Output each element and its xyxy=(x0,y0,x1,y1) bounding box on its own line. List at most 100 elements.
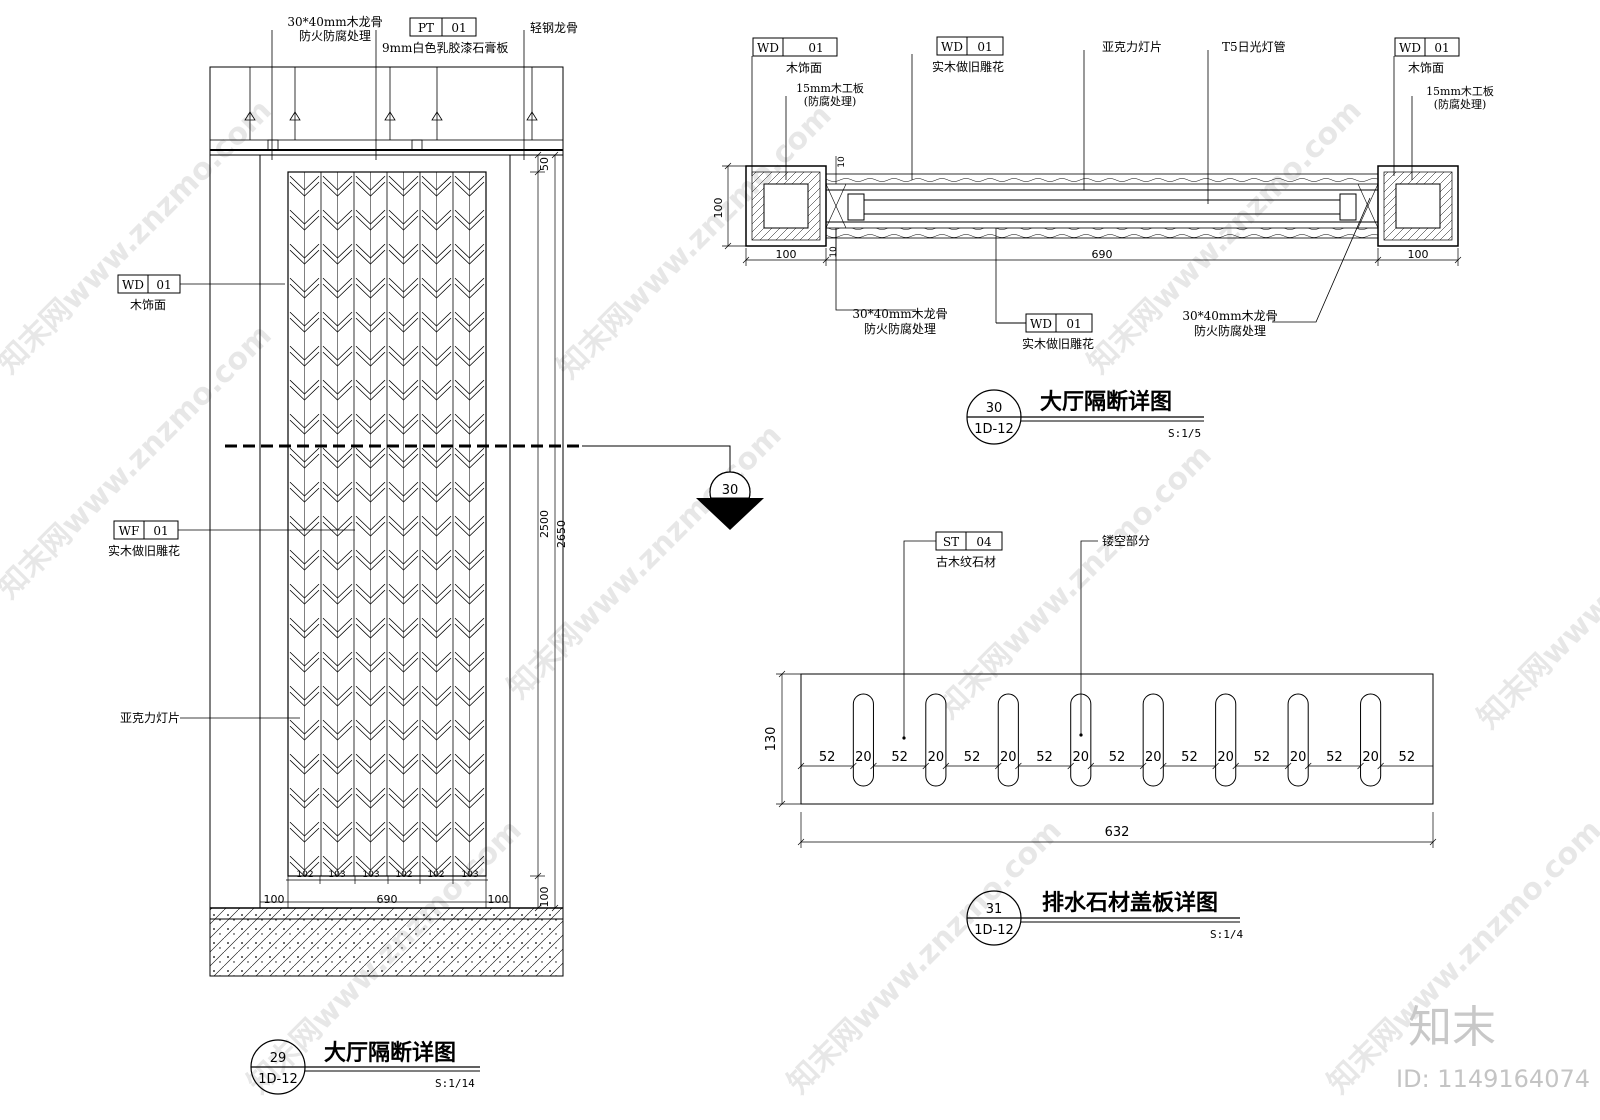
carving-chevron xyxy=(355,379,386,395)
slot-dim-label: 20 xyxy=(1290,750,1307,765)
tag-wd-01: WD 01 xyxy=(1025,313,1093,333)
slot-dim-label: 20 xyxy=(1072,750,1089,765)
carving-chevron xyxy=(355,249,386,265)
dim-tick xyxy=(870,762,877,770)
dim-tick xyxy=(1304,762,1312,770)
dim-plate-width xyxy=(797,812,1437,848)
title-number: 31 xyxy=(986,902,1003,917)
drain-leaders xyxy=(903,540,1098,738)
dim-horizontal xyxy=(259,876,511,908)
carving-chevron xyxy=(355,685,386,701)
watermark-text: 知末网www.znzmo.com xyxy=(551,98,839,386)
tag-wd-01: WD 01 xyxy=(752,37,838,57)
floor-slab xyxy=(209,907,564,977)
carving-chevron xyxy=(388,453,419,469)
dim-tick xyxy=(1067,762,1074,770)
dim-right: 100 xyxy=(488,893,509,906)
dim-tick xyxy=(922,762,930,770)
carving-chevron xyxy=(355,855,386,871)
tag-code: WF xyxy=(119,524,140,538)
carving-chevron xyxy=(322,821,353,837)
carving-chevron xyxy=(289,209,320,225)
carving-chevron xyxy=(388,317,419,333)
carving-chevron xyxy=(322,481,353,497)
carving-top xyxy=(825,173,1379,185)
drawing-31-drain-cover: 130 632 ST 04 古木纹石材 镂空部分 31 1D-1 xyxy=(764,531,1437,946)
slot-dim-label: 52 xyxy=(1326,750,1343,765)
carving-chevron xyxy=(421,419,452,435)
title-reference: 1D-12 xyxy=(258,1072,298,1087)
carving-chevron xyxy=(388,181,419,197)
carving-chevron xyxy=(454,617,485,633)
carving-chevron xyxy=(289,317,320,333)
tag-code: ST xyxy=(943,535,959,549)
carving-chevron xyxy=(454,215,485,231)
carving-chevron xyxy=(388,549,419,565)
carving-chevron xyxy=(355,861,386,877)
carving-chevron xyxy=(454,861,485,877)
carving-chevron xyxy=(454,385,485,401)
carving-chevron xyxy=(454,447,485,463)
carving-chevron xyxy=(322,283,353,299)
tag-number: 01 xyxy=(1434,41,1449,55)
note-keel: 30*40mm木龙骨 xyxy=(287,15,382,29)
carving-chevron xyxy=(421,521,452,537)
carving-chevron xyxy=(322,623,353,639)
carving-chevron xyxy=(388,209,419,225)
dim-total-width: 632 xyxy=(1105,825,1130,840)
watermark-text: 知末网www.znzmo.com xyxy=(931,438,1219,726)
carving-chevron xyxy=(388,759,419,775)
title-block-30: 30 1D-12 大厅隔断详图 S:1/5 xyxy=(966,389,1204,445)
carving-chevron xyxy=(454,793,485,809)
dim-thickness: 10 xyxy=(829,246,839,258)
carving-chevron xyxy=(289,447,320,463)
carving-chevron xyxy=(322,555,353,571)
carving-chevron xyxy=(289,345,320,361)
note-acrylic: 亚克力灯片 xyxy=(120,711,180,725)
carving-chevron xyxy=(454,549,485,565)
carving-chevron xyxy=(322,215,353,231)
carving-chevron xyxy=(355,719,386,735)
carving-chevron xyxy=(454,719,485,735)
carving-chevron xyxy=(355,351,386,367)
carving-chevron xyxy=(289,623,320,639)
carving-chevron xyxy=(322,549,353,565)
carving-chevron xyxy=(289,487,320,503)
carving-chevron xyxy=(388,753,419,769)
carving-chevron xyxy=(388,249,419,265)
carving-chevron xyxy=(388,385,419,401)
carving-chevron xyxy=(454,753,485,769)
note-wood-veneer: 木饰面 xyxy=(1408,61,1444,75)
dim-tick xyxy=(1212,762,1219,770)
carving-chevron xyxy=(322,759,353,775)
tag-number: 01 xyxy=(1066,317,1081,331)
carving-chevron xyxy=(289,379,320,395)
carving-chevron xyxy=(388,827,419,843)
dim-bottom: 100 xyxy=(538,887,551,908)
carving-chevron xyxy=(355,555,386,571)
carving-chevron xyxy=(322,453,353,469)
note-carving: 实木做旧雕花 xyxy=(108,543,180,558)
carving-chevron xyxy=(454,243,485,259)
title-number: 29 xyxy=(270,1051,287,1066)
carving-chevron xyxy=(289,725,320,741)
carving-chevron xyxy=(388,351,419,367)
section-leader xyxy=(582,445,731,472)
note-light-steel-keel: 轻钢龙骨 xyxy=(530,21,578,35)
carving-chevron xyxy=(322,345,353,361)
carving-chevron xyxy=(322,725,353,741)
title-block-29: 29 1D-12 大厅隔断详图 S:1/14 xyxy=(250,1039,480,1095)
carving-chevron xyxy=(355,345,386,361)
carving-chevron xyxy=(454,249,485,265)
brand-logo: 知末 xyxy=(1408,1002,1496,1053)
dim-top: 50 xyxy=(538,157,551,171)
carving-chevron xyxy=(322,521,353,537)
carving-chevron xyxy=(355,787,386,803)
title-text: 大厅隔断详图 xyxy=(1040,389,1172,415)
dim-tick xyxy=(1357,762,1364,770)
carving-chevron xyxy=(355,725,386,741)
carving-chevron xyxy=(289,215,320,231)
carving-chevron xyxy=(388,215,419,231)
carving-chevron xyxy=(289,249,320,265)
note-carving: 实木做旧雕花 xyxy=(932,59,1004,74)
